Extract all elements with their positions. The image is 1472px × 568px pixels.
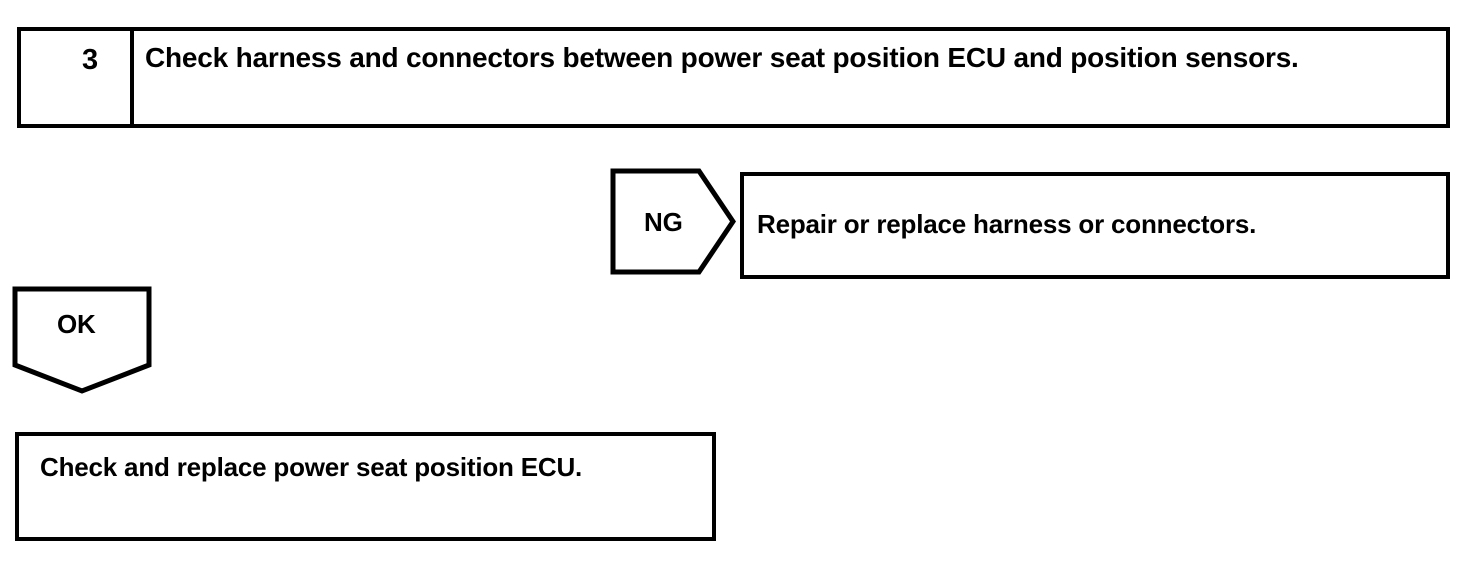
repair-result-text: Repair or replace harness or connectors. xyxy=(757,209,1257,239)
ng-branch-label: NG xyxy=(644,207,683,237)
step-instruction-text: Check harness and connectors between pow… xyxy=(145,42,1299,73)
step-number-divider xyxy=(130,27,134,128)
ok-arrow-shape xyxy=(12,286,152,396)
conclusion-text: Check and replace power seat position EC… xyxy=(40,452,583,482)
ok-branch-label: OK xyxy=(57,309,96,339)
step-box xyxy=(17,27,1450,128)
repair-result-box xyxy=(740,172,1450,279)
conclusion-box xyxy=(15,432,716,541)
step-number-label: 3 xyxy=(82,44,98,76)
ng-arrow-shape xyxy=(610,168,736,275)
